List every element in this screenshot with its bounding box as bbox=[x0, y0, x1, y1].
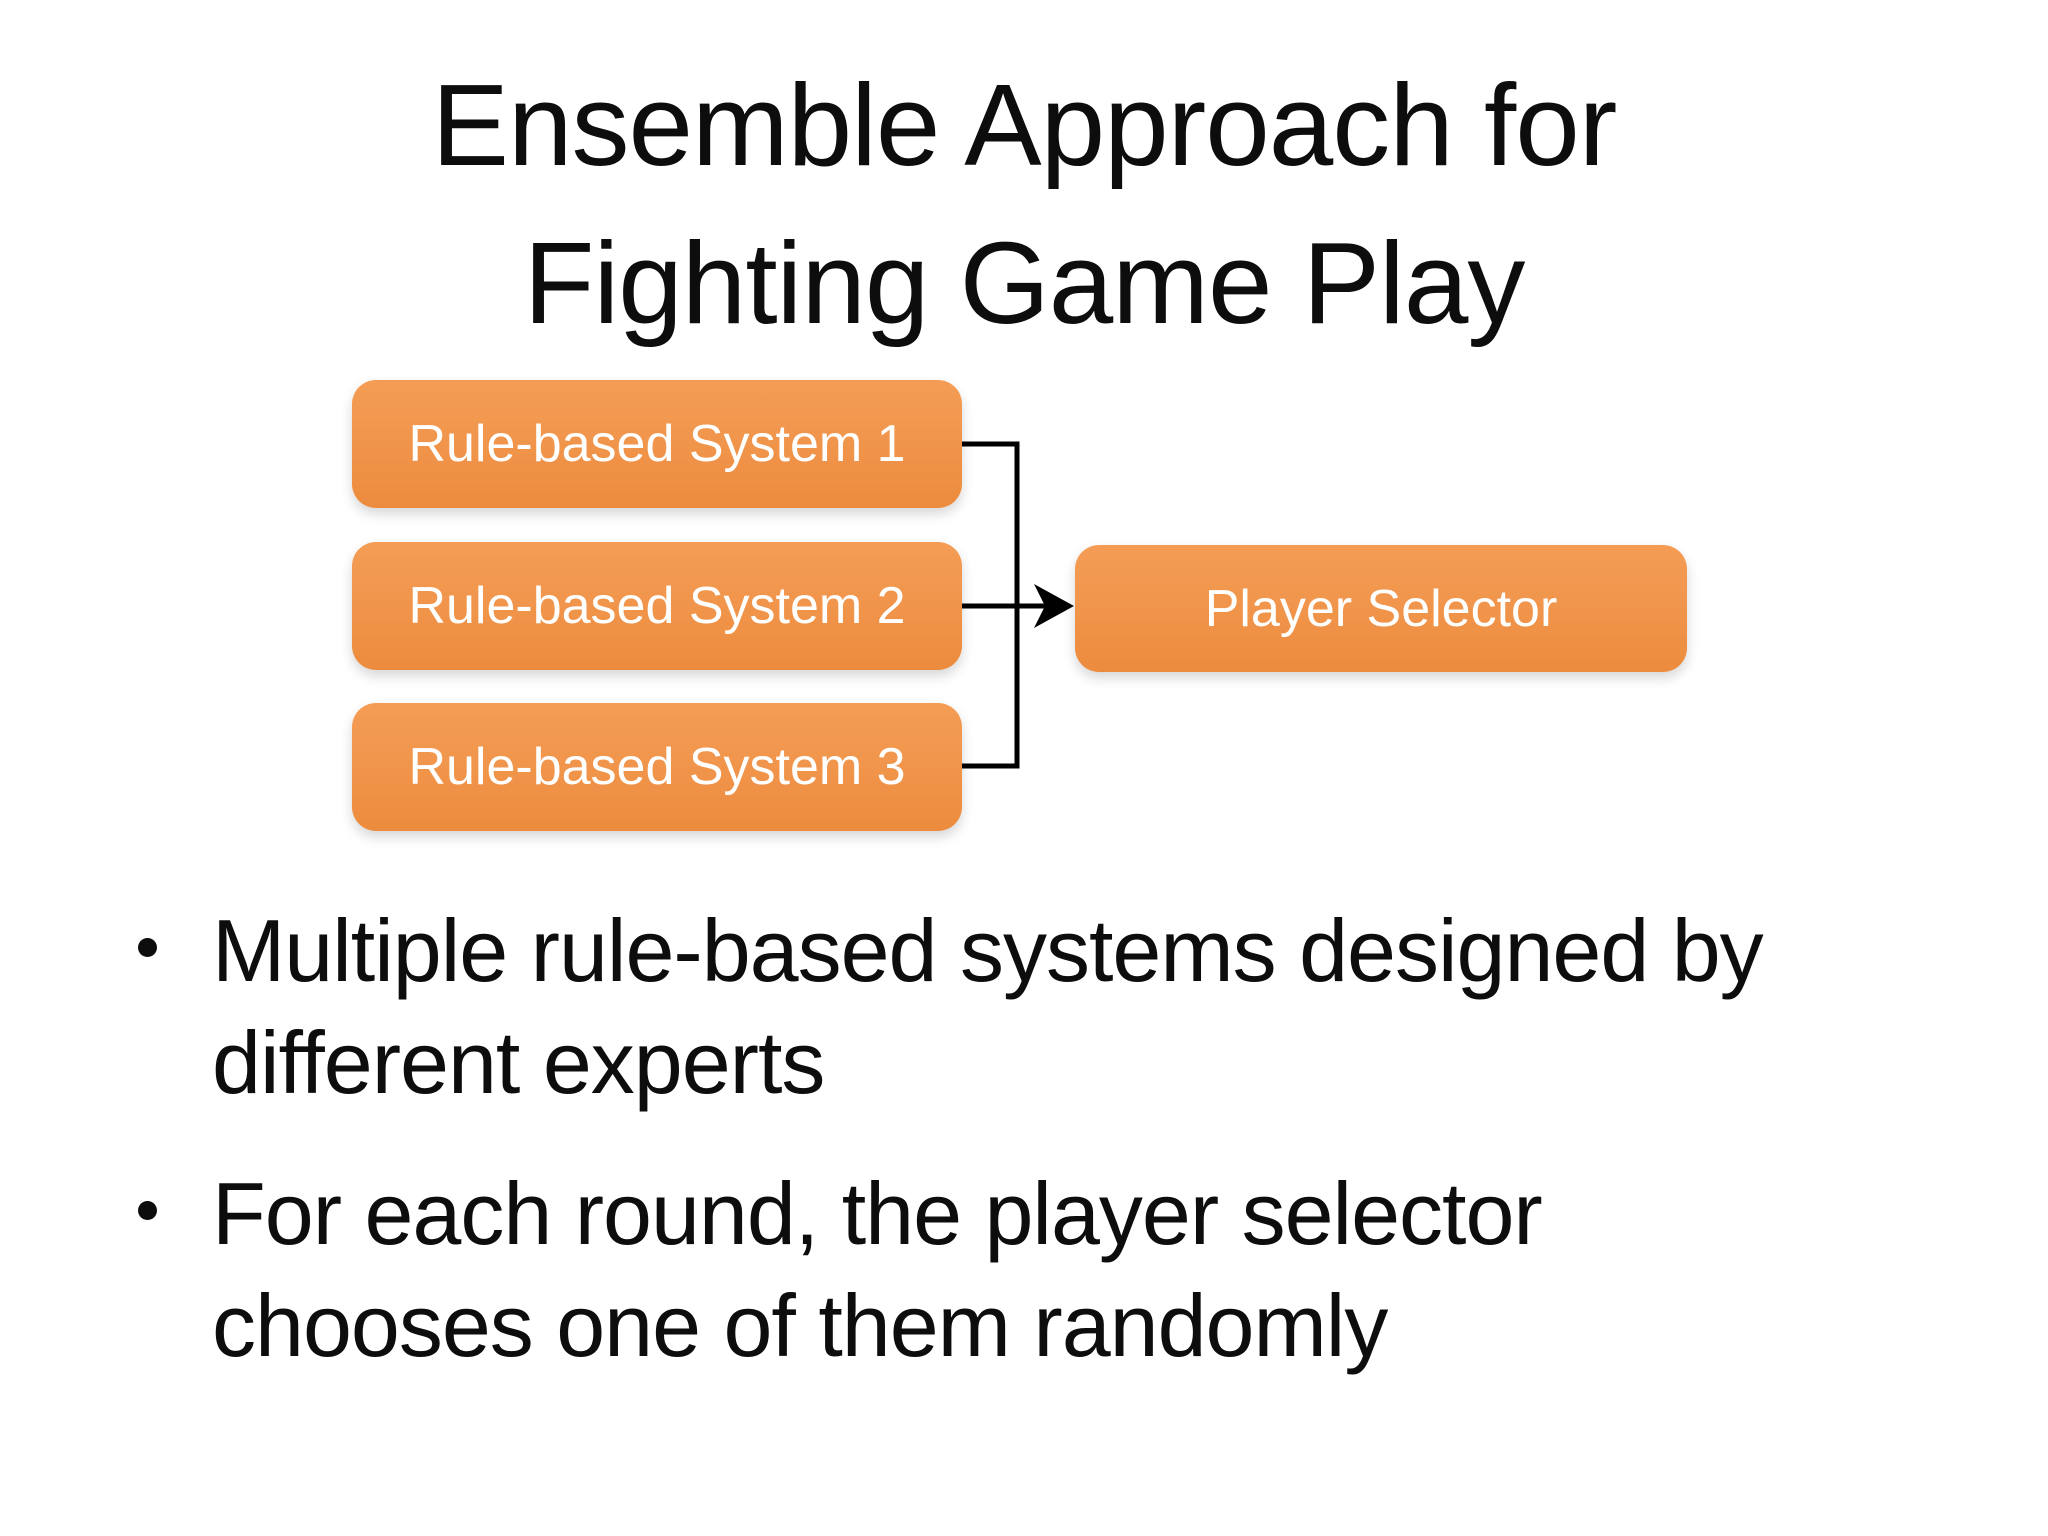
box-rule-based-system-3: Rule-based System 3 bbox=[352, 703, 962, 831]
box-rule-based-system-2-label: Rule-based System 2 bbox=[408, 577, 906, 635]
slide-title: Ensemble Approach for Fighting Game Play bbox=[0, 46, 2048, 362]
box-player-selector-label: Player Selector bbox=[1204, 579, 1558, 638]
box-rule-based-system-1-label: Rule-based System 1 bbox=[408, 415, 906, 473]
bullet-1-line-2: different experts bbox=[212, 1013, 825, 1112]
bullet-1-line-1: Multiple rule-based systems designed by bbox=[212, 901, 1764, 1000]
list-item: For each round, the player selector choo… bbox=[138, 1158, 1998, 1382]
bullet-1-text: Multiple rule-based systems designed by … bbox=[212, 895, 1764, 1119]
bullet-2-line-1: For each round, the player selector bbox=[212, 1164, 1543, 1263]
box-rule-based-system-2: Rule-based System 2 bbox=[352, 542, 962, 670]
bullet-2-line-2: chooses one of them randomly bbox=[212, 1276, 1388, 1375]
bullet-2-text: For each round, the player selector choo… bbox=[212, 1158, 1543, 1382]
box-player-selector: Player Selector bbox=[1075, 545, 1687, 672]
bullet-dot-icon bbox=[138, 1158, 212, 1270]
list-item: Multiple rule-based systems designed by … bbox=[138, 895, 1998, 1119]
slide-title-line-1: Ensemble Approach for bbox=[431, 60, 1618, 190]
box-rule-based-system-3-label: Rule-based System 3 bbox=[408, 738, 906, 796]
slide-title-line-2: Fighting Game Play bbox=[523, 218, 1526, 348]
arrowhead-icon bbox=[1034, 584, 1074, 628]
bullet-list: Multiple rule-based systems designed by … bbox=[138, 895, 1998, 1382]
bullet-dot-icon bbox=[138, 895, 212, 1007]
connector-lines bbox=[958, 441, 1074, 769]
box-rule-based-system-1: Rule-based System 1 bbox=[352, 380, 962, 508]
ensemble-diagram: Rule-based System 1 Rule-based System 2 … bbox=[352, 380, 1687, 831]
